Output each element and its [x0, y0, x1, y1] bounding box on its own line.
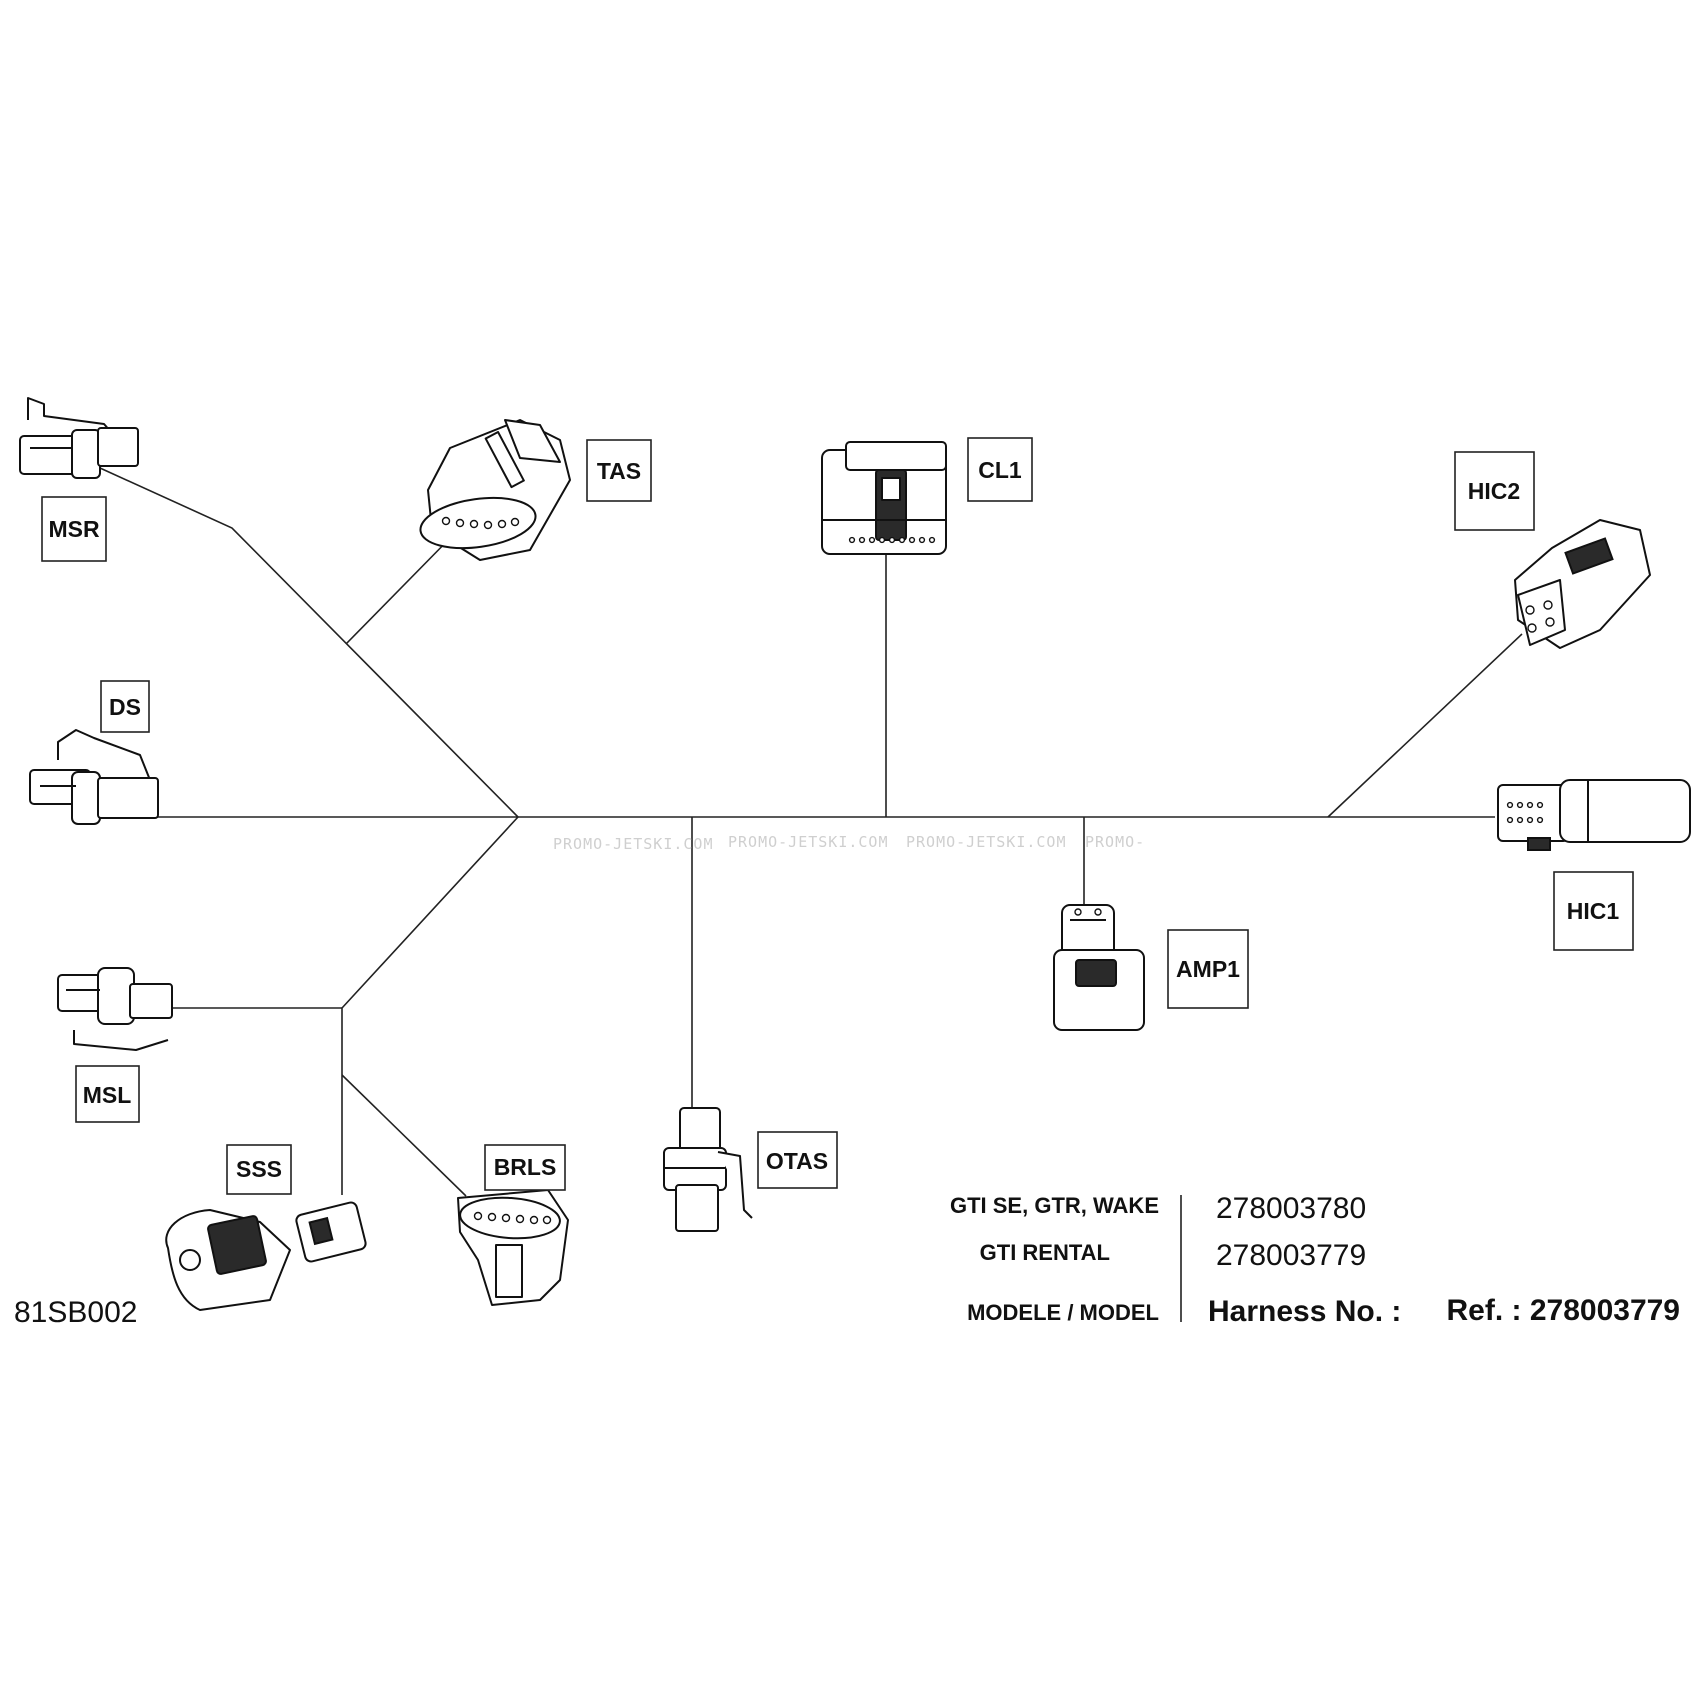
- tas-connector-drawing: [419, 419, 571, 561]
- label-cl1: CL1: [967, 437, 1033, 502]
- label-msr: MSR: [41, 496, 107, 562]
- label-amp1-text: AMP1: [1176, 956, 1240, 982]
- watermark-text: PROMO-JETSKI.COM: [906, 833, 1067, 851]
- model-header: MODELE / MODEL: [967, 1300, 1159, 1325]
- harness-header: Harness No. :: [1208, 1295, 1401, 1328]
- label-sss-text: SSS: [236, 1156, 282, 1182]
- model-row-2: GTI RENTAL: [980, 1240, 1110, 1265]
- harness-wires: [99, 467, 1523, 1197]
- label-hic1-text: HIC1: [1567, 898, 1620, 924]
- label-hic2-text: HIC2: [1468, 478, 1520, 504]
- connector-labels: MSR TAS CL1 HIC2 DS HIC1 AMP1 MSL: [41, 437, 1634, 1195]
- msr-connector-drawing: [19, 397, 139, 479]
- harness-row-1: 278003780: [1216, 1192, 1366, 1225]
- label-ds: DS: [100, 680, 150, 733]
- label-hic2: HIC2: [1454, 451, 1535, 531]
- watermark: PROMO-JETSKI.COM PROMO-JETSKI.COM PROMO-…: [553, 833, 1145, 853]
- label-hic1: HIC1: [1553, 871, 1634, 951]
- brls-connector-drawing: [457, 1189, 569, 1306]
- sss-connector-drawing: [165, 1201, 367, 1311]
- model-harness-table: GTI SE, GTR, WAKE 278003780 GTI RENTAL 2…: [950, 1192, 1680, 1328]
- amp1-connector-drawing: [1053, 904, 1145, 1031]
- label-msl: MSL: [75, 1065, 140, 1123]
- ref-number: Ref. : 278003779: [1447, 1294, 1681, 1327]
- label-brls: BRLS: [484, 1144, 566, 1191]
- otas-connector-drawing: [663, 1107, 753, 1232]
- model-row-1: GTI SE, GTR, WAKE: [950, 1193, 1159, 1218]
- harness-row-2: 278003779: [1216, 1239, 1366, 1272]
- watermark-text: PROMO-JETSKI.COM: [553, 835, 714, 853]
- diagram-id: 81SB002: [14, 1296, 137, 1329]
- label-cl1-text: CL1: [978, 457, 1022, 483]
- msl-connector-drawing: [57, 967, 173, 1051]
- hic2-connector-drawing: [1514, 519, 1651, 649]
- label-tas-text: TAS: [597, 458, 641, 484]
- label-sss: SSS: [226, 1144, 292, 1195]
- hic1-connector-drawing: [1497, 779, 1691, 851]
- watermark-text: PROMO-JETSKI.COM: [728, 833, 889, 851]
- label-otas: OTAS: [757, 1131, 838, 1189]
- label-msr-text: MSR: [48, 516, 100, 542]
- label-ds-text: DS: [109, 694, 141, 720]
- ds-connector-drawing: [29, 729, 159, 825]
- label-msl-text: MSL: [83, 1082, 132, 1108]
- label-otas-text: OTAS: [766, 1148, 828, 1174]
- label-amp1: AMP1: [1167, 929, 1249, 1009]
- cl1-connector-drawing: [821, 441, 947, 555]
- label-brls-text: BRLS: [494, 1154, 557, 1180]
- watermark-text: PROMO-: [1085, 833, 1145, 851]
- label-tas: TAS: [586, 439, 652, 502]
